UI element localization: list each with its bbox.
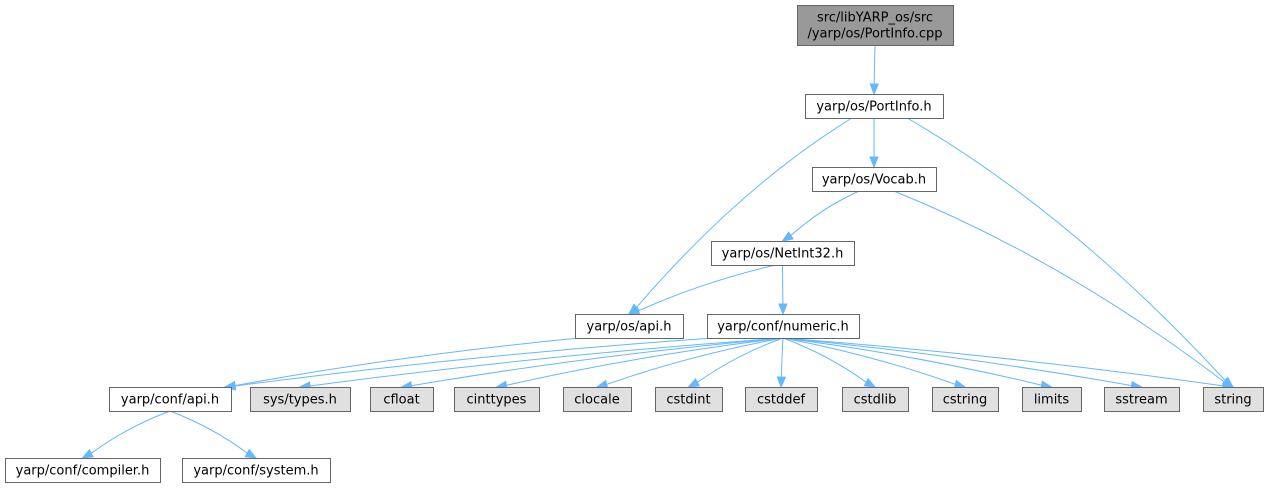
edge-conf_api_h-to-compiler_h: [91, 410, 171, 454]
arrowhead-netint32_h-to-numeric_h: [778, 303, 788, 316]
node-label-root-line1: src/libYARP_os/src: [817, 11, 933, 26]
node-label-os_api_h: yarp/os/api.h: [587, 320, 672, 335]
node-box-portinfo_h: [805, 94, 944, 119]
node-label-cstring: cstring: [943, 393, 987, 408]
node-cstring: cstring: [932, 387, 999, 412]
edge-numeric_h-to-cfloat: [411, 337, 784, 387]
node-box-cstring: [932, 387, 999, 412]
node-label-cstdint: cstdint: [666, 393, 710, 408]
edge-netint32_h-to-os_api_h: [638, 264, 776, 312]
node-box-cstdlib: [842, 387, 909, 412]
node-numeric_h[interactable]: yarp/conf/numeric.h: [707, 314, 860, 339]
node-clocale: clocale: [563, 387, 632, 412]
node-root[interactable]: src/libYARP_os/src/yarp/os/PortInfo.cpp: [797, 5, 954, 46]
node-box-os_api_h: [575, 314, 684, 339]
node-box-vocab_h: [812, 167, 937, 192]
node-label-portinfo_h: yarp/os/PortInfo.h: [816, 100, 931, 115]
node-box-sys_types_h: [250, 387, 351, 412]
node-cstdlib: cstdlib: [842, 387, 909, 412]
node-portinfo_h[interactable]: yarp/os/PortInfo.h: [805, 94, 944, 119]
node-label-vocab_h: yarp/os/Vocab.h: [822, 173, 926, 188]
arrowhead-numeric_h-to-cstddef: [776, 376, 787, 389]
edge-numeric_h-to-limits: [782, 337, 1042, 386]
edge-os_api_h-to-conf_api_h: [234, 337, 580, 387]
edge-numeric_h-to-conf_api_h: [234, 337, 714, 387]
node-box-sstream: [1104, 387, 1180, 412]
node-box-compiler_h: [5, 458, 161, 483]
node-system_h[interactable]: yarp/conf/system.h: [182, 458, 331, 483]
edge-numeric_h-to-cinttypes: [506, 337, 784, 386]
node-compiler_h[interactable]: yarp/conf/compiler.h: [5, 458, 161, 483]
node-box-root: [797, 5, 954, 46]
node-label-string: string: [1214, 393, 1251, 408]
node-label-netint32_h: yarp/os/NetInt32.h: [722, 247, 844, 262]
node-label-clocale: clocale: [574, 393, 619, 408]
node-os_api_h[interactable]: yarp/os/api.h: [575, 314, 684, 339]
node-label-cstdlib: cstdlib: [854, 393, 897, 408]
arrowhead-portinfo_h-to-vocab_h: [869, 156, 879, 169]
node-box-limits: [1022, 387, 1082, 412]
edge-numeric_h-to-cstddef: [780, 337, 784, 378]
edge-vocab_h-to-netint32_h: [790, 190, 860, 236]
node-label-compiler_h: yarp/conf/compiler.h: [16, 464, 150, 479]
node-label-root-line2: /yarp/os/PortInfo.cpp: [807, 27, 942, 42]
node-limits: limits: [1022, 387, 1082, 412]
node-cinttypes: cinttypes: [454, 387, 540, 412]
node-label-numeric_h: yarp/conf/numeric.h: [717, 320, 849, 335]
node-box-clocale: [563, 387, 632, 412]
node-sys_types_h: sys/types.h: [250, 387, 351, 412]
node-label-conf_api_h: yarp/conf/api.h: [121, 393, 219, 408]
edge-numeric_h-to-string: [782, 337, 1224, 387]
node-box-cstddef: [745, 387, 818, 412]
node-sstream: sstream: [1104, 387, 1180, 412]
edge-numeric_h-to-clocale: [606, 337, 784, 385]
arrowhead-numeric_h-to-cstdlib: [863, 377, 877, 388]
edge-numeric_h-to-cstdint: [697, 337, 784, 383]
node-cstddef: cstddef: [745, 387, 818, 412]
node-cfloat: cfloat: [370, 387, 434, 412]
edge-vocab_h-to-string: [893, 190, 1225, 383]
node-box-string: [1203, 387, 1264, 412]
arrowhead-numeric_h-to-cstdint: [687, 377, 701, 388]
edge-portinfo_h-to-string: [906, 117, 1226, 381]
arrowhead-vocab_h-to-netint32_h: [781, 231, 794, 242]
node-box-conf_api_h: [109, 387, 232, 412]
edge-conf_api_h-to-system_h: [169, 410, 248, 454]
nodes-layer: src/libYARP_os/src/yarp/os/PortInfo.cppy…: [5, 5, 1264, 483]
arrowhead-conf_api_h-to-system_h: [244, 448, 258, 459]
node-conf_api_h[interactable]: yarp/conf/api.h: [109, 387, 232, 412]
node-label-limits: limits: [1034, 393, 1070, 408]
edge-root-to-portinfo_h: [873, 44, 876, 85]
node-cstdint: cstdint: [655, 387, 723, 412]
arrowhead-conf_api_h-to-compiler_h: [81, 448, 94, 459]
node-box-numeric_h: [707, 314, 860, 339]
node-label-cinttypes: cinttypes: [467, 393, 527, 408]
node-box-netint32_h: [711, 241, 855, 266]
node-box-cstdint: [655, 387, 723, 412]
node-vocab_h[interactable]: yarp/os/Vocab.h: [812, 167, 937, 192]
edge-numeric_h-to-sstream: [782, 337, 1132, 387]
node-label-sys_types_h: sys/types.h: [263, 393, 337, 408]
edge-numeric_h-to-sys_types_h: [309, 337, 784, 387]
node-box-cinttypes: [454, 387, 540, 412]
node-box-cfloat: [370, 387, 434, 412]
edge-portinfo_h-to-os_api_h: [636, 117, 853, 308]
node-label-sstream: sstream: [1115, 393, 1167, 408]
edge-numeric_h-to-cstdlib: [782, 337, 867, 383]
edge-numeric_h-to-cstring: [782, 337, 956, 385]
node-label-cfloat: cfloat: [383, 393, 419, 408]
arrowhead-root-to-portinfo_h: [869, 83, 879, 96]
node-label-cstddef: cstddef: [757, 393, 806, 408]
node-netint32_h[interactable]: yarp/os/NetInt32.h: [711, 241, 855, 266]
node-box-system_h: [182, 458, 331, 483]
node-label-system_h: yarp/conf/system.h: [193, 464, 318, 479]
node-string: string: [1203, 387, 1264, 412]
